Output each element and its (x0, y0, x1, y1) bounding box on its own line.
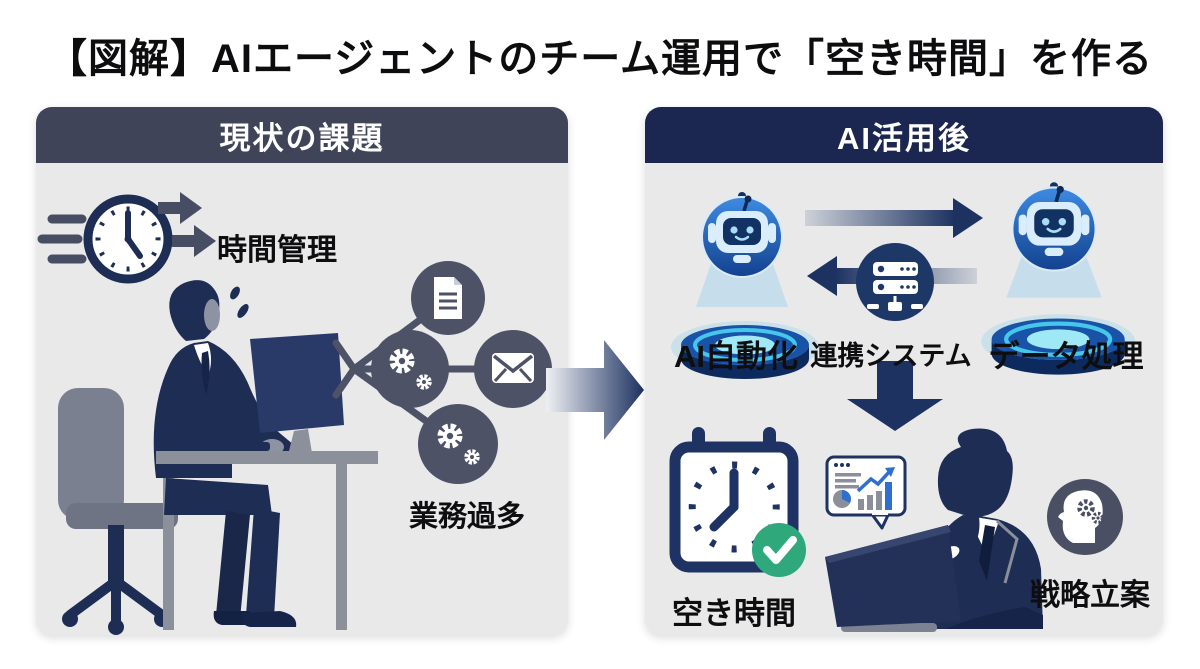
right-illustration (669, 180, 1163, 632)
left-illustration (37, 192, 552, 635)
strategy-head-icon (1047, 479, 1123, 555)
overload-label: 業務過多 (408, 501, 525, 533)
mail-icon (492, 353, 534, 383)
right-panel-header: AI活用後 (645, 107, 1163, 163)
server-icon (856, 243, 934, 321)
right-panel-body: AI自動化 連携システム データ処理 空き時間 戦略立案 (645, 163, 1163, 635)
left-panel-body: 時間管理 業務過多 (36, 163, 568, 635)
page-title: 【図解】AIエージェントのチーム運用で「空き時間」を作る (47, 37, 1153, 81)
speed-arrows-icon (158, 192, 216, 257)
thinking-businessman-illustration (825, 428, 1043, 632)
after-ai-panel: AI活用後 (645, 107, 1163, 635)
task-icons (332, 261, 552, 484)
right-arrow-icon (546, 340, 644, 440)
strategy-planning-label: 戦略立案 (1030, 579, 1150, 612)
analytics-bubble-icon (825, 455, 907, 530)
businessman-at-desk-illustration (58, 280, 378, 635)
clock-icon (37, 194, 173, 284)
robot-icon (981, 180, 1135, 374)
current-issues-panel: 現状の課題 (36, 107, 568, 635)
calendar-check-icon (669, 427, 806, 577)
ai-automation-label: AI自動化 (674, 339, 798, 374)
linked-system-label: 連携システム (810, 341, 972, 371)
down-arrow-icon (847, 361, 943, 431)
robot-icon (669, 190, 821, 381)
free-time-label: 空き時間 (672, 596, 796, 631)
document-icon (434, 277, 462, 319)
check-icon (752, 523, 806, 577)
data-processing-label: データ処理 (988, 339, 1144, 374)
left-panel-header: 現状の課題 (36, 107, 568, 163)
time-management-label: 時間管理 (217, 234, 337, 267)
